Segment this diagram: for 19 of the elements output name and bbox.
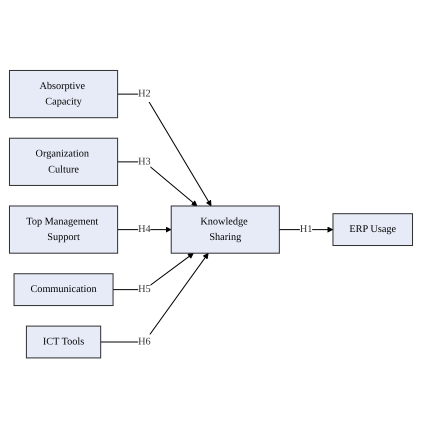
edge-label: H1 [300,224,312,235]
arrow [279,226,334,232]
edge-label: H3 [138,156,151,167]
edge-label: H5 [138,284,151,295]
arrow [113,252,194,290]
arrow [100,252,209,342]
node-box: ICT Tools [26,325,102,358]
edge-label: H6 [138,336,151,348]
node-box: Top Management Support [8,205,118,254]
node-box: Knowledge Sharing [170,205,280,254]
node-box: Absorptive Capacity [8,70,118,118]
edge-label: H4 [138,224,151,235]
arrow [118,93,212,206]
node-box: Organization Culture [8,138,118,186]
node-box: ERP Usage [332,212,414,246]
arrow [118,226,172,232]
arrow [118,161,198,206]
edge-label: H2 [138,88,151,100]
node-box: Communication [14,273,114,306]
